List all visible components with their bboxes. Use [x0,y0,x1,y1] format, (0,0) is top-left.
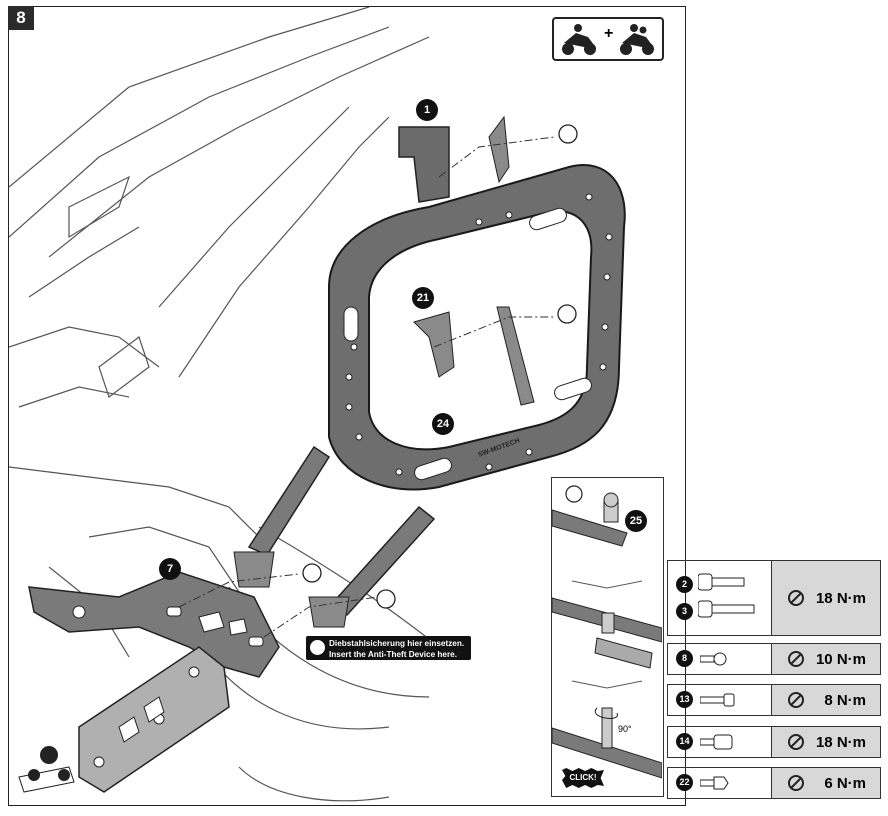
callout-1: 1 [416,99,438,121]
rider-icon [18,746,75,793]
torque-wrench-icon [788,775,804,791]
torque-row-2: 8 10 N·m [667,643,881,675]
callout-25: 25 [625,510,647,532]
diagram-frame: SW-MOTECH 1 21 24 7 [8,6,686,806]
step-number: 8 [8,6,34,30]
passenger-icon [620,24,654,55]
screw-icon [565,485,583,503]
rider-count-badge: + [552,17,664,61]
callout-7: 7 [159,558,181,580]
rotation-angle: 90° [618,724,632,734]
mounting-detail-inset: 90° CLICK! 25 [551,477,664,797]
part-number: 22 [676,774,693,791]
anti-theft-note: Diebstahlsicherung hier einsetzen. Inser… [306,636,471,660]
torque-row-5: 22 6 N·m [667,767,881,799]
torque-wrench-icon [788,692,804,708]
torque-value: 8 N·m [824,691,866,709]
click-badge: CLICK! [562,768,604,788]
part-number: 14 [676,733,693,750]
torque-row-3: 13 8 N·m [667,684,881,716]
part-number: 3 [676,603,693,620]
torque-row-4: 14 18 N·m [667,726,881,758]
torque-value: 18 N·m [815,589,866,607]
rider-icon [562,24,596,55]
plus-sign: + [604,25,614,42]
torque-wrench-icon [788,734,804,750]
part-number: 2 [676,576,693,593]
torque-value: 6 N·m [824,774,866,792]
torque-parts: 2 3 [668,561,772,635]
torque-wrench-icon [788,651,804,667]
torque-wrench-icon [788,590,804,606]
part-number: 13 [676,691,693,708]
anti-theft-en: Insert the Anti-Theft Device here. [329,650,457,659]
torque-value: 10 N·m [815,650,866,668]
motorcycle-illustration: SW-MOTECH [9,7,626,802]
callout-21: 21 [412,287,434,309]
screw-icon [302,124,578,609]
torque-value: 18 N·m [815,733,866,751]
callout-24: 24 [432,413,454,435]
lock-icon [310,640,325,655]
torque-row-1: 2 3 18 N·m [667,560,881,636]
part-number: 8 [676,650,693,667]
anti-theft-de: Diebstahlsicherung hier einsetzen. [329,639,465,648]
